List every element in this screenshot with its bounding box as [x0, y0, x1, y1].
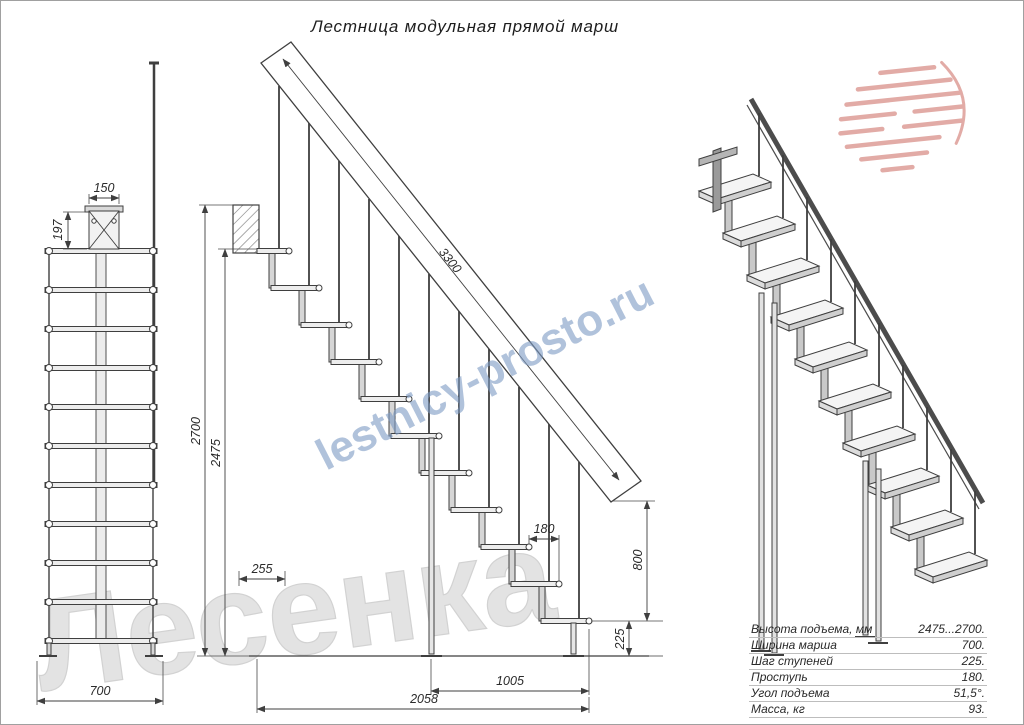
front-view: 150 197 700 [36, 61, 164, 705]
front-handrail-post [149, 61, 159, 487]
dim-rail-height: 800 [631, 550, 645, 571]
company-logo [838, 60, 966, 173]
spec-value: 93. [968, 702, 985, 716]
spec-row-width: Ширина марша 700. [749, 639, 987, 654]
spec-row-tread: Проступь 180. [749, 671, 987, 686]
spec-label: Высота подъема, мм [751, 622, 873, 636]
spec-row-angle: Угол подъема 51,5°. [749, 687, 987, 702]
spec-row-step: Шаг ступеней 225. [749, 655, 987, 670]
spec-value: 180. [961, 670, 985, 684]
iso-view [698, 97, 988, 656]
side-dimensions: 3300 2700 2475 180 255 [189, 58, 663, 713]
dim-bracket-height: 197 [51, 219, 65, 241]
spec-value: 700. [961, 638, 985, 652]
front-legs [39, 642, 163, 657]
dim-bracket-width: 150 [94, 181, 115, 195]
dim-run-total: 2058 [409, 692, 438, 706]
spec-label: Проступь [751, 670, 808, 684]
dim-total-height: 2700 [189, 417, 203, 446]
spec-row-height: Высота подъема, мм 2475...2700. [749, 623, 987, 638]
side-wall-section [232, 204, 260, 254]
spec-row-mass: Масса, кг 93. [749, 703, 987, 718]
spec-value: 51,5°. [953, 686, 986, 700]
specs-table: Высота подъема, мм 2475...2700. Ширина м… [749, 623, 987, 719]
side-view: 3300 2700 2475 180 255 [189, 41, 663, 713]
iso-support-legs [751, 292, 888, 656]
iso-spine-modules [724, 196, 925, 572]
spec-value: 225. [961, 654, 985, 668]
dim-stair-width: 700 [90, 684, 111, 698]
spec-label: Угол подъема [751, 686, 830, 700]
iso-treads [698, 173, 988, 584]
drawing-title: Лестница модульная прямой марш [311, 17, 619, 36]
dim-run-front: 1005 [496, 674, 524, 688]
dim-step-rise: 225 [613, 629, 627, 651]
iso-handrail-edge [746, 104, 980, 510]
iso-balusters [758, 113, 976, 554]
front-wall-bracket [84, 205, 124, 250]
dim-clear-height: 2475 [209, 439, 223, 468]
spec-label: Масса, кг [751, 702, 805, 716]
front-dimensions: 150 197 700 [36, 181, 164, 705]
spec-label: Ширина марша [751, 638, 837, 652]
iso-wall-bracket [698, 146, 738, 213]
dim-overhang: 255 [251, 562, 273, 576]
iso-handrail [748, 97, 986, 505]
spec-label: Шаг ступеней [751, 654, 833, 668]
dim-tread-depth: 180 [534, 522, 555, 536]
spec-value: 2475...2700. [918, 622, 985, 636]
